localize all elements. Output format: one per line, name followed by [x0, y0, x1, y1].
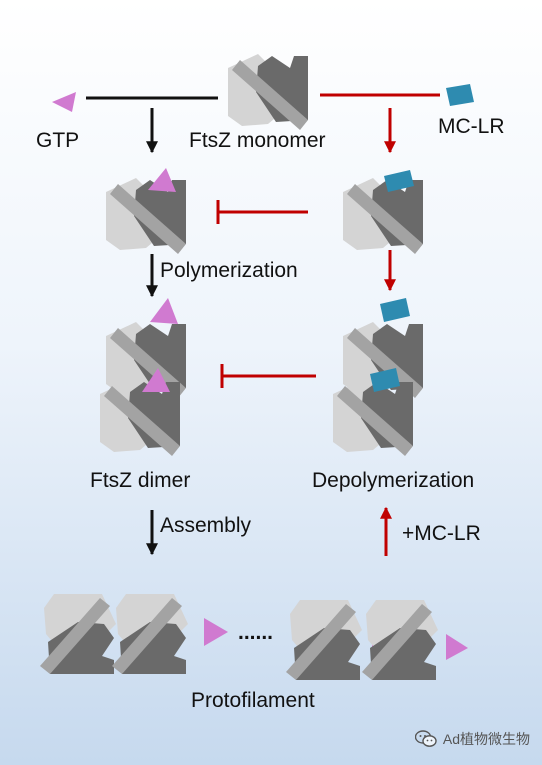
- protofilament-subunit-2: [112, 594, 188, 674]
- label-gtp: GTP: [36, 129, 80, 152]
- ftsz-mclr-bound-shape: [343, 178, 423, 254]
- mclr-block-dimer-1: [380, 298, 410, 322]
- inhibition-arrow-top: [216, 200, 308, 224]
- gtp-triangle-dimer-2: [142, 368, 170, 392]
- label-protofilament: Protofilament: [191, 689, 315, 712]
- ftsz-mclr-dimer-lower-shape: [333, 380, 413, 456]
- mclr-block-dimer-2: [370, 368, 400, 392]
- mclr-block-bound-1: [384, 170, 414, 192]
- protofilament-subunit-3: [286, 600, 362, 680]
- wechat-icon: [414, 730, 437, 747]
- label-mc-lr: MC-LR: [438, 115, 505, 138]
- gtp-triangle: [52, 92, 76, 112]
- mclr-top-block: [446, 84, 474, 106]
- label-depolymerization: Depolymerization: [312, 469, 475, 492]
- protofilament-subunit-1: [40, 594, 116, 674]
- label-assembly: Assembly: [160, 514, 252, 537]
- gtp-triangle-dimer-1: [150, 298, 178, 324]
- label-polymerization: Polymerization: [160, 259, 298, 282]
- inhibition-arrow-bottom: [220, 364, 316, 388]
- gtp-triangle-bound-1: [148, 168, 176, 192]
- ftsz-monomer-shape: [228, 54, 308, 130]
- protofilament-subunit-4: [362, 600, 438, 680]
- label-ftsz-monomer: FtsZ monomer: [189, 129, 326, 152]
- label-plus-mc-lr: +MC-LR: [402, 522, 481, 545]
- label-ellipsis: ......: [238, 621, 274, 644]
- watermark: Ad植物微生物: [414, 729, 530, 749]
- label-ftsz-dimer: FtsZ dimer: [90, 469, 191, 492]
- gtp-triangle-filament-2: [204, 618, 228, 646]
- watermark-text: Ad植物微生物: [442, 731, 530, 747]
- gtp-triangle-filament-4: [446, 634, 468, 660]
